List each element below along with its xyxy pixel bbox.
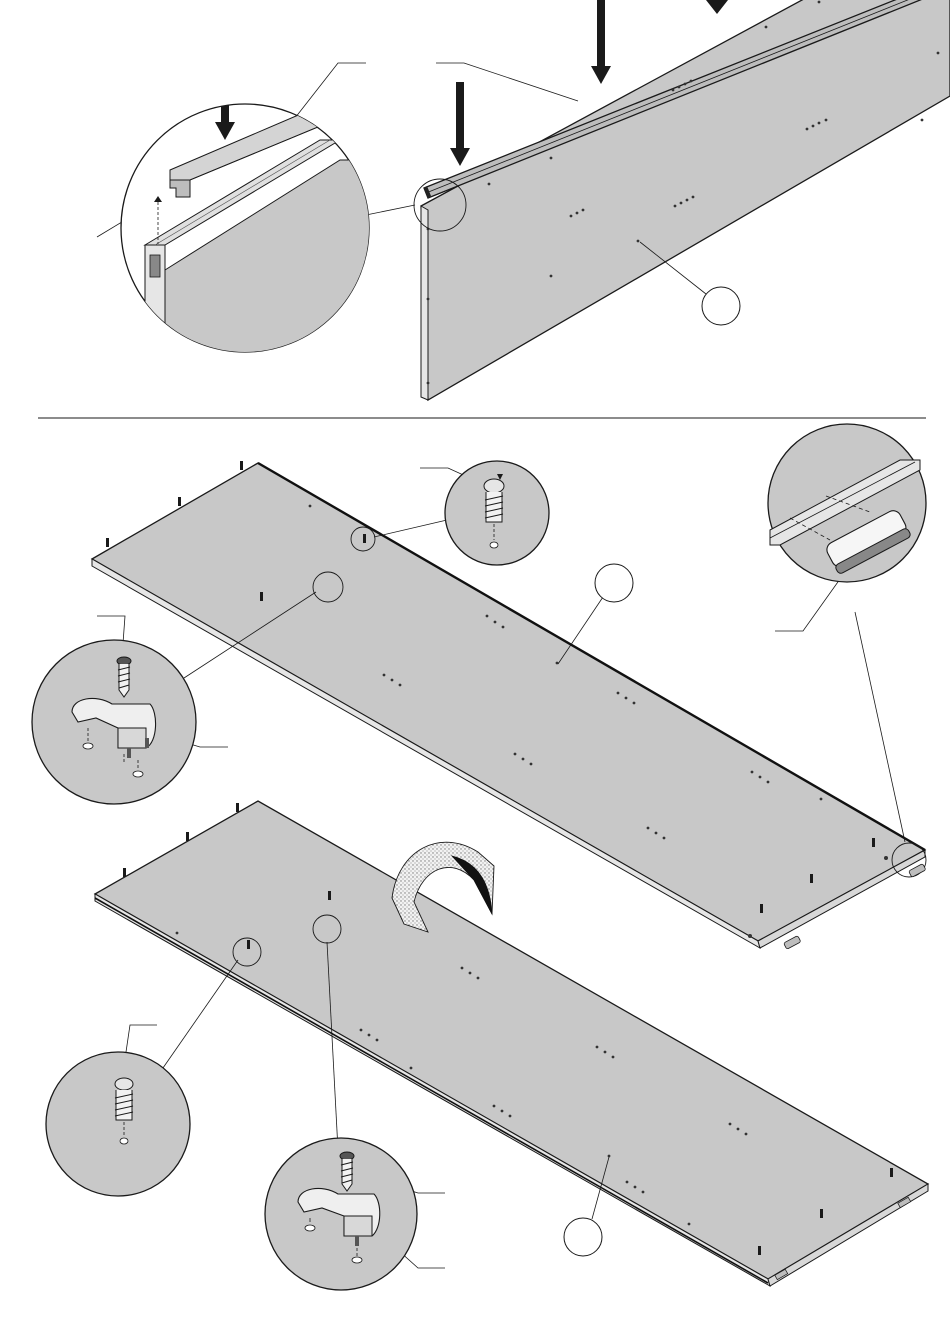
cam-dowel-magnifier-top [445, 461, 549, 565]
end-cap-magnifier [768, 424, 926, 582]
shelf-support-magnifier-left [32, 640, 196, 804]
cam-dowel-magnifier-bottom [46, 1052, 190, 1196]
part-number-circle-lower [564, 1218, 602, 1256]
part-number-circle-upper [595, 564, 633, 602]
step-bottom [32, 424, 928, 1290]
shelf-support-magnifier-bottom [265, 1138, 417, 1290]
step-top [97, 0, 950, 400]
back-panel [421, 0, 950, 400]
part-number-circle [702, 287, 740, 325]
profile-detail-magnifier [121, 56, 400, 400]
